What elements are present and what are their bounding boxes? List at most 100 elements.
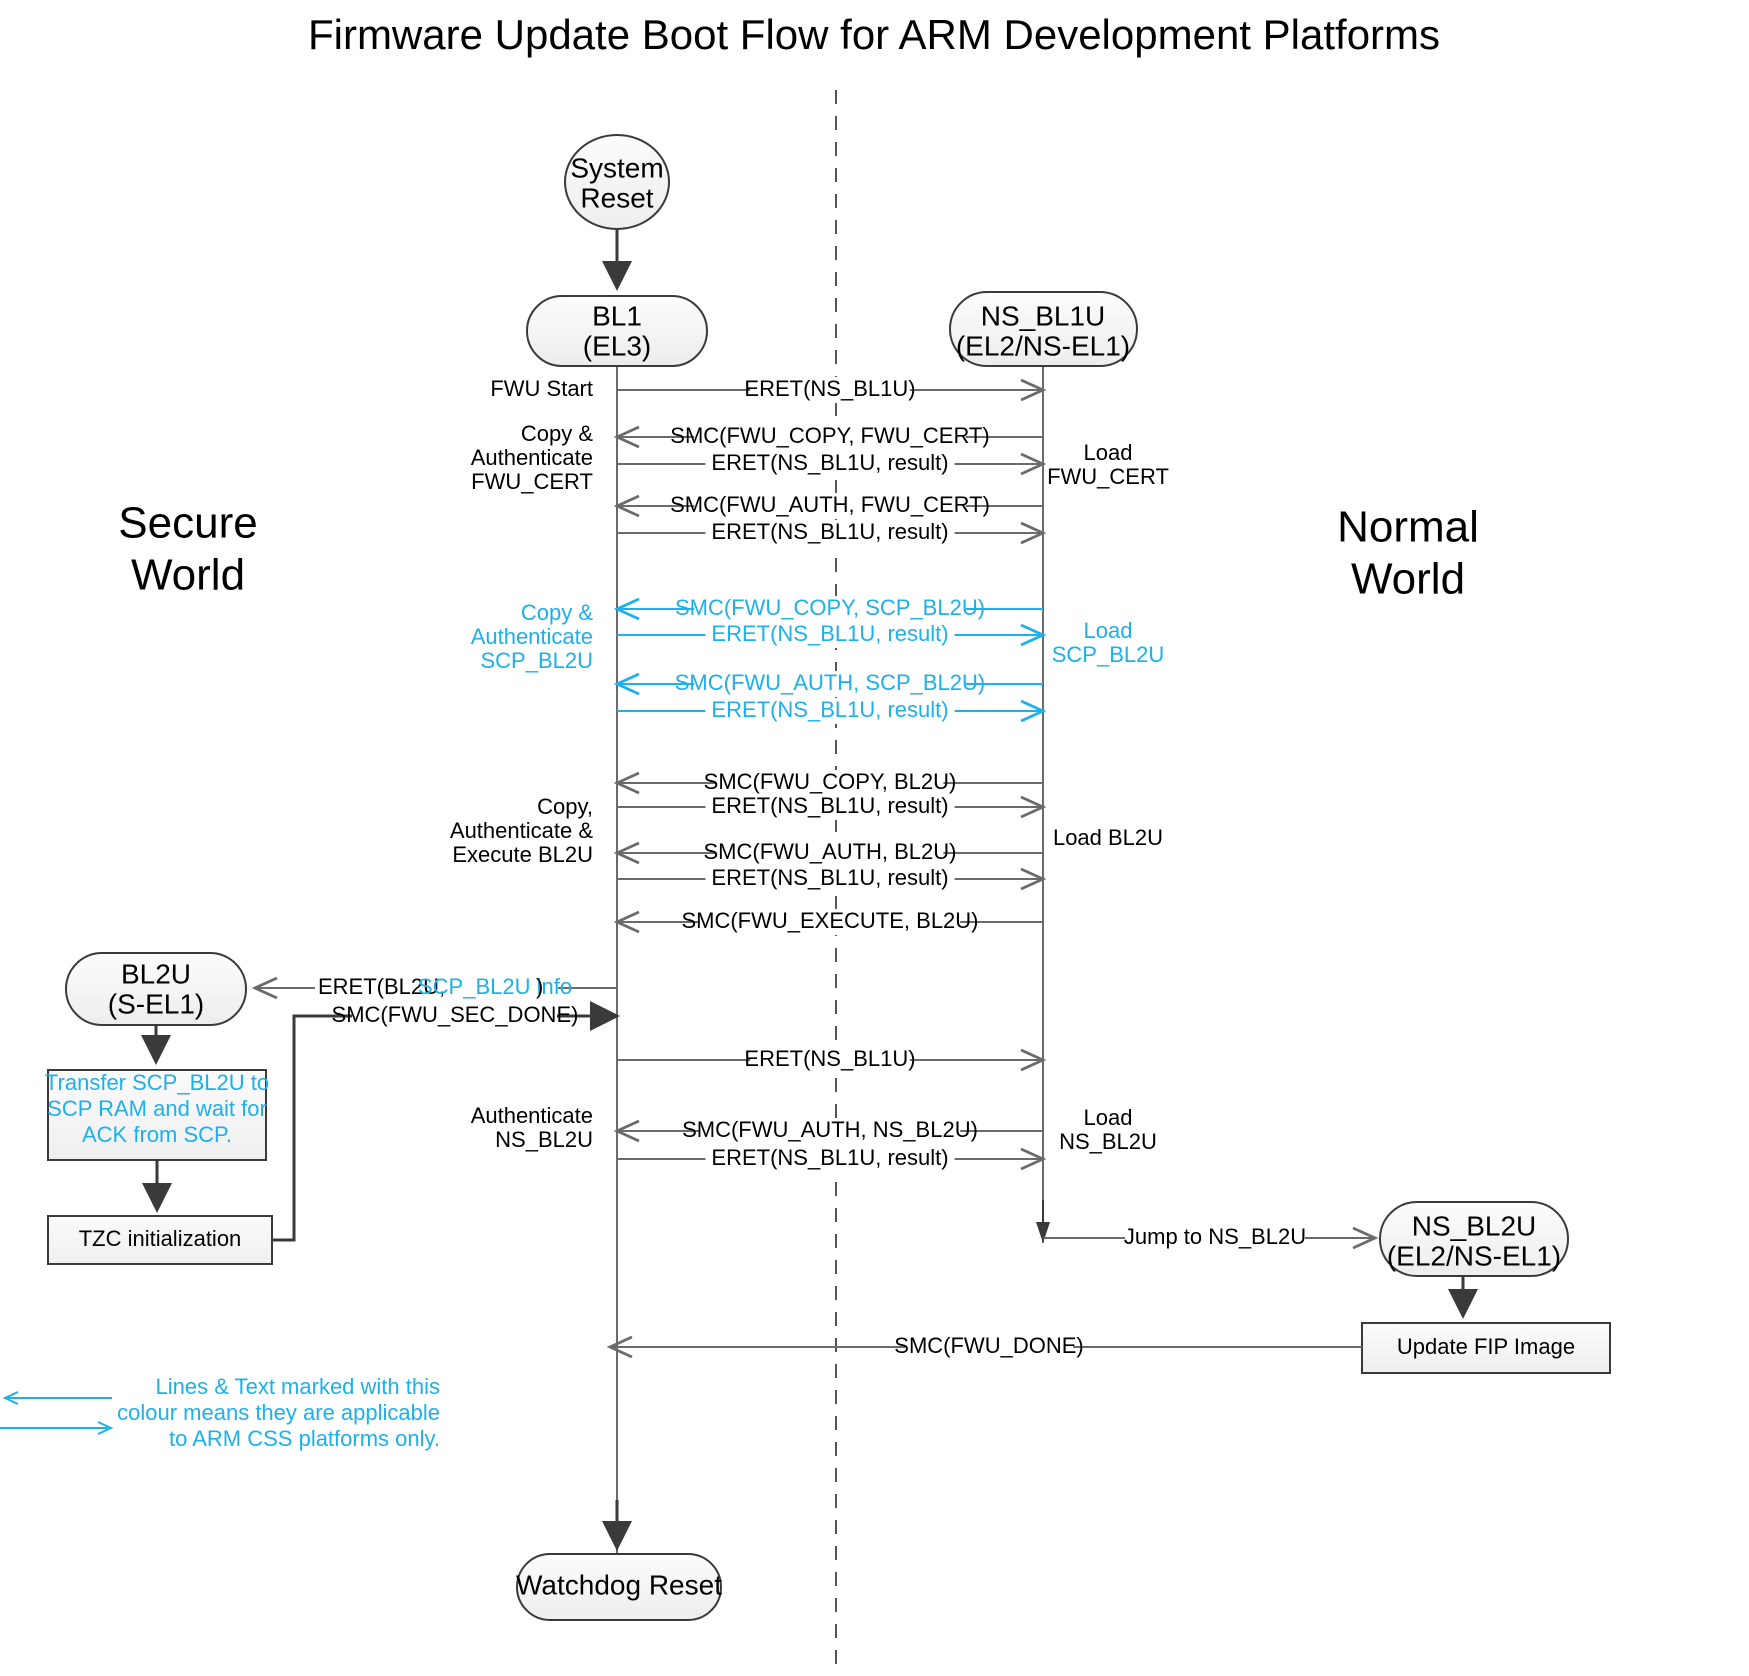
- message-label: ERET(NS_BL1U): [744, 1046, 915, 1071]
- message-label: SMC(FWU_AUTH, SCP_BL2U): [675, 670, 985, 695]
- normal-world-label: Normal World: [1337, 503, 1479, 604]
- message-jump-label: Jump to NS_BL2U: [1124, 1224, 1306, 1249]
- annotation-line: NS_BL2U: [1059, 1129, 1157, 1154]
- normal-world-line1: Normal: [1337, 503, 1479, 552]
- box-transfer-scp-bl2u[interactable]: Transfer SCP_BL2U to SCP RAM and wait fo…: [45, 1069, 269, 1161]
- box-update-fip-label: Update FIP Image: [1397, 1334, 1575, 1359]
- message-m6: SMC(FWU_COPY, SCP_BL2U): [613, 595, 1043, 622]
- annotation-line: Copy &: [521, 600, 593, 625]
- message-label-bg: [694, 596, 966, 622]
- node-bl2u[interactable]: BL2U (S-EL1): [65, 952, 247, 1026]
- secure-world-line2: World: [131, 551, 245, 600]
- message-jump-to-ns-bl2u: Jump to NS_BL2U: [1036, 1200, 1379, 1251]
- secure-world-label: Secure World: [118, 499, 257, 600]
- message-m4: SMC(FWU_AUTH, FWU_CERT): [613, 492, 1043, 519]
- node-system-reset-line2: Reset: [580, 182, 653, 213]
- annotation-line: FWU_CERT: [471, 469, 593, 494]
- annotation-line: Copy,: [537, 794, 593, 819]
- node-system-reset[interactable]: System Reset: [564, 134, 670, 230]
- node-ns-bl2u[interactable]: NS_BL2U (EL2/NS-EL1): [1379, 1201, 1569, 1277]
- message-label-bg: [694, 424, 966, 450]
- message-m19: ERET(NS_BL1U, result): [617, 1145, 1047, 1172]
- node-ns-bl1u-line2: (EL2/NS-EL1): [956, 330, 1130, 361]
- annotation-line: FWU Start: [490, 376, 593, 401]
- message-m13: ERET(NS_BL1U, result): [617, 865, 1047, 892]
- box-update-fip-image[interactable]: Update FIP Image: [1361, 1322, 1611, 1374]
- message-label-bg: [750, 1047, 910, 1073]
- annotation-line: Execute BL2U: [452, 842, 593, 867]
- box-tzc-initialization[interactable]: TZC initialization: [47, 1215, 273, 1265]
- node-ns-bl2u-line1: NS_BL2U: [1412, 1210, 1537, 1241]
- message-label: SMC(FWU_COPY, SCP_BL2U): [675, 595, 985, 620]
- left-annotation-a1: FWU Start: [490, 376, 593, 401]
- message-label-bg: [694, 671, 966, 697]
- page-title: Firmware Update Boot Flow for ARM Develo…: [308, 11, 1440, 58]
- message-label: SMC(FWU_COPY, BL2U): [704, 769, 957, 794]
- message-m8: SMC(FWU_AUTH, SCP_BL2U): [613, 670, 1043, 697]
- message-m1: ERET(NS_BL1U): [617, 376, 1047, 403]
- message-label-bg: [705, 1146, 955, 1172]
- message-eret-bl2u-prefix: ERET(BL2U,: [318, 974, 445, 999]
- message-label: ERET(NS_BL1U, result): [711, 1145, 948, 1170]
- message-label-bg: [699, 909, 961, 935]
- message-smc-fwu-done-label: SMC(FWU_DONE): [894, 1333, 1083, 1358]
- node-ns-bl1u-line1: NS_BL1U: [981, 300, 1106, 331]
- node-ns-bl2u-line2: (EL2/NS-EL1): [1387, 1240, 1561, 1271]
- annotation-line: Copy &: [521, 421, 593, 446]
- message-label: SMC(FWU_COPY, FWU_CERT): [670, 423, 989, 448]
- secure-world-line1: Secure: [118, 499, 257, 548]
- message-m14: SMC(FWU_EXECUTE, BL2U): [613, 908, 1043, 935]
- node-bl1-line2: (EL3): [583, 330, 651, 361]
- message-label-bg: [750, 377, 910, 403]
- node-bl1[interactable]: BL1 (EL3): [526, 295, 708, 367]
- message-label: ERET(NS_BL1U, result): [711, 865, 948, 890]
- message-label: ERET(NS_BL1U): [744, 376, 915, 401]
- node-bl2u-line1: BL2U: [121, 958, 191, 989]
- node-bl1-line1: BL1: [592, 300, 642, 331]
- message-label: SMC(FWU_AUTH, NS_BL2U): [682, 1117, 978, 1142]
- message-label: SMC(FWU_EXECUTE, BL2U): [681, 908, 978, 933]
- node-bl2u-line2: (S-EL1): [108, 988, 204, 1019]
- message-label: ERET(NS_BL1U, result): [711, 793, 948, 818]
- legend-arrow-right-icon: [97, 1421, 114, 1435]
- message-m17: ERET(NS_BL1U): [617, 1046, 1047, 1073]
- box-transfer-line1: Transfer SCP_BL2U to: [45, 1070, 269, 1095]
- legend-line2: colour means they are applicable: [117, 1400, 440, 1425]
- message-label: SMC(FWU_AUTH, BL2U): [703, 839, 956, 864]
- box-tzc-label: TZC initialization: [79, 1226, 242, 1251]
- message-label-bg: [705, 866, 955, 892]
- legend-arrow-left-icon: [2, 1391, 19, 1405]
- message-label: ERET(NS_BL1U, result): [711, 519, 948, 544]
- message-eret-bl2u: ERET(BL2U, SCP_BL2U info ): [251, 974, 617, 1001]
- normal-world-line2: World: [1351, 555, 1465, 604]
- node-ns-bl1u[interactable]: NS_BL1U (EL2/NS-EL1): [949, 291, 1138, 367]
- message-m11: ERET(NS_BL1U, result): [617, 793, 1047, 820]
- message-label-bg: [705, 622, 955, 648]
- legend-line3: to ARM CSS platforms only.: [169, 1426, 440, 1451]
- message-label-bg: [699, 1118, 961, 1144]
- right-annotation-r3: Load BL2U: [1053, 825, 1163, 850]
- legend: Lines & Text marked with this colour mea…: [0, 1374, 440, 1451]
- box-transfer-line2: SCP RAM and wait for: [47, 1096, 267, 1121]
- annotation-line: Load BL2U: [1053, 825, 1163, 850]
- message-label-bg: [716, 840, 944, 866]
- legend-line1: Lines & Text marked with this: [156, 1374, 441, 1399]
- messages-layer: ERET(NS_BL1U)SMC(FWU_COPY, FWU_CERT)ERET…: [613, 376, 1047, 1172]
- message-m5: ERET(NS_BL1U, result): [617, 519, 1047, 546]
- annotation-line: FWU_CERT: [1047, 464, 1169, 489]
- annotation-line: Authenticate: [471, 445, 593, 470]
- message-label-bg: [705, 698, 955, 724]
- message-label: SMC(FWU_AUTH, FWU_CERT): [670, 492, 990, 517]
- node-system-reset-line1: System: [570, 152, 663, 183]
- node-watchdog-reset-label: Watchdog Reset: [516, 1569, 722, 1600]
- message-label: ERET(NS_BL1U, result): [711, 450, 948, 475]
- node-watchdog-reset[interactable]: Watchdog Reset: [516, 1553, 722, 1621]
- message-smc-fwu-sec-done-label: SMC(FWU_SEC_DONE): [332, 1002, 579, 1027]
- left-annotation-a4: Copy,Authenticate &Execute BL2U: [450, 794, 593, 867]
- message-m2: SMC(FWU_COPY, FWU_CERT): [613, 423, 1043, 450]
